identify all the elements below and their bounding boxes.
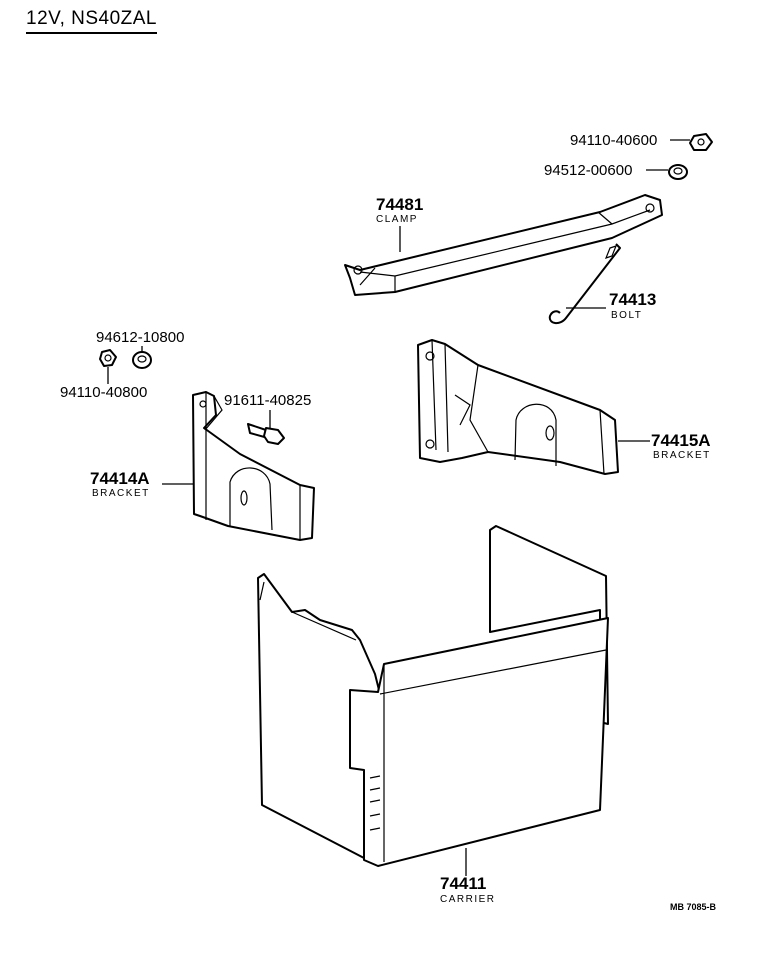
clamp-name: CLAMP: [376, 214, 418, 225]
bracket-left-number: 74414A: [90, 469, 150, 488]
carrier-name: CARRIER: [440, 894, 496, 905]
bracket-right-number: 74415A: [651, 431, 711, 450]
clamp-shape[interactable]: [344, 194, 663, 296]
washer-top-icon[interactable]: [668, 164, 688, 180]
hook-bolt-shape[interactable]: [548, 243, 621, 324]
figure-reference: MB 7085-B: [670, 902, 717, 912]
bracket-left-name: BRACKET: [92, 488, 150, 499]
washer-top-number: 94512-00600: [544, 162, 632, 179]
small-bolt-icon[interactable]: [247, 423, 285, 445]
nut-top-number: 94110-40600: [570, 132, 657, 149]
nut-left-icon[interactable]: [99, 349, 117, 367]
carrier-number: 74411: [440, 874, 486, 893]
washer-left-number: 94612-10800: [96, 329, 184, 346]
carrier-shape[interactable]: [257, 525, 609, 867]
hook-bolt-name: BOLT: [611, 310, 642, 321]
hook-bolt-number: 74413: [609, 290, 656, 309]
bracket-left-shape[interactable]: [192, 391, 315, 541]
bracket-right-shape[interactable]: [417, 339, 619, 475]
bracket-right-name: BRACKET: [653, 450, 711, 461]
nut-top-icon[interactable]: [689, 133, 713, 151]
nut-left-number: 94110-40800: [60, 384, 147, 401]
washer-left-icon[interactable]: [132, 351, 152, 369]
clamp-number: 74481: [376, 195, 423, 214]
small-bolt-number: 91611-40825: [224, 392, 311, 409]
diagram-title: 12V, NS40ZAL: [26, 8, 157, 34]
